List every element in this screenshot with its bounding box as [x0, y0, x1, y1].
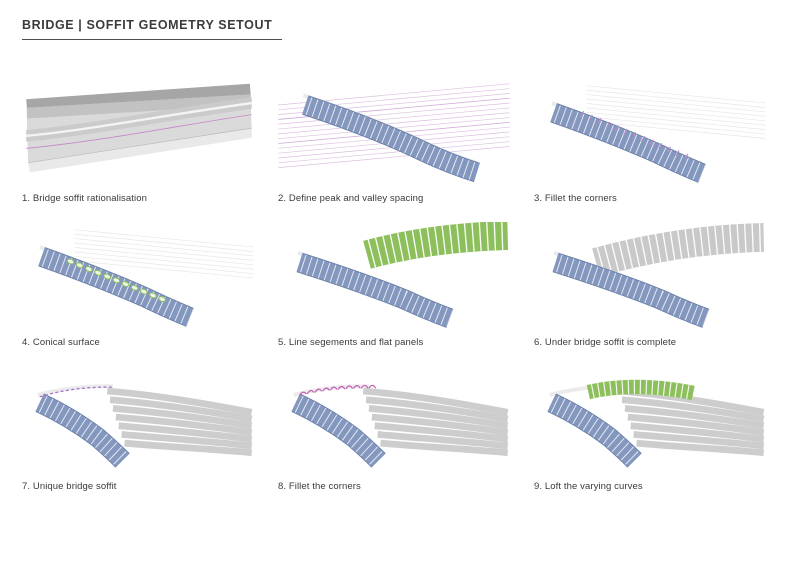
page-header: BRIDGE | SOFFIT GEOMETRY SETOUT — [22, 16, 283, 40]
diagram-panel-5: 5. Line segements and flat panels — [278, 222, 522, 356]
panel-caption-7: 7. Unique bridge soffit — [22, 481, 117, 492]
panel-9-illustration — [547, 379, 765, 468]
diagram-panel-7: 7. Unique bridge soffit — [22, 366, 266, 500]
panel-6-illustration — [552, 222, 765, 328]
panel-4-illustration — [38, 229, 254, 327]
diagram-grid: 1. Bridge soffit rationalisation 2. Defi… — [22, 78, 778, 500]
diagram-panel-9: 9. Loft the varying curves — [534, 366, 778, 500]
conical-surface-ellipses — [66, 258, 166, 303]
diagram-panel-6: 6. Under bridge soffit is complete — [534, 222, 778, 356]
panel-caption-9: 9. Loft the varying curves — [534, 481, 643, 492]
fillet-scallops — [299, 384, 377, 396]
panel-5-illustration — [296, 222, 509, 328]
panel-caption-5: 5. Line segements and flat panels — [278, 337, 424, 348]
page-title: BRIDGE | SOFFIT GEOMETRY SETOUT — [22, 18, 283, 40]
panel-7-illustration — [35, 384, 253, 468]
fillet-tick-marks — [580, 110, 689, 160]
panel-caption-1: 1. Bridge soffit rationalisation — [22, 193, 148, 204]
soffit-ribs — [362, 387, 509, 457]
panel-caption-2: 2. Define peak and valley spacing — [278, 193, 424, 204]
panel-caption-4: 4. Conical surface — [22, 337, 100, 348]
soffit-ribs — [106, 387, 253, 457]
diagram-panel-4: 4. Conical surface — [22, 222, 266, 356]
panel-8-illustration — [291, 384, 509, 468]
diagram-panel-2: 2. Define peak and valley spacing — [278, 78, 522, 212]
diagram-panel-3: 3. Fillet the corners — [534, 78, 778, 212]
panel-caption-3: 3. Fillet the corners — [534, 193, 617, 204]
panel-3-illustration — [550, 85, 766, 183]
soffit-ribs — [618, 387, 765, 457]
diagram-panel-1: 1. Bridge soffit rationalisation — [22, 78, 266, 212]
panel-2-illustration — [278, 83, 510, 183]
panel-1-illustration — [26, 83, 252, 173]
panel-caption-8: 8. Fillet the corners — [278, 481, 361, 492]
diagram-panel-8: 8. Fillet the corners — [278, 366, 522, 500]
panel-caption-6: 6. Under bridge soffit is complete — [534, 337, 677, 348]
